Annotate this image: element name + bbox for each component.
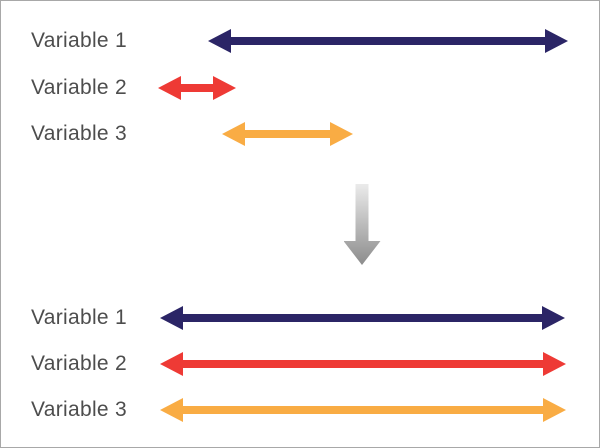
- before-variable-1-range-arrow: [208, 29, 568, 53]
- right-arrowhead-icon: [542, 306, 565, 330]
- before-variable-3-label: Variable 3: [31, 122, 128, 145]
- arrow-shaft: [178, 406, 548, 414]
- right-arrowhead-icon: [545, 29, 568, 53]
- after-variable-2-label: Variable 2: [31, 352, 128, 375]
- arrow-shaft: [176, 84, 218, 92]
- before-variable-3-range-arrow: [222, 122, 353, 146]
- arrow-shaft: [178, 314, 547, 322]
- left-arrowhead-icon: [160, 398, 183, 422]
- arrow-shaft: [240, 130, 335, 138]
- before-variable-1-label: Variable 1: [31, 29, 128, 52]
- right-arrowhead-icon: [543, 352, 566, 376]
- transform-down-arrow-icon: [343, 184, 381, 265]
- after-variable-3-range-arrow: [160, 398, 566, 422]
- arrow-shaft: [226, 37, 550, 45]
- after-variable-2-range-arrow: [160, 352, 566, 376]
- left-arrowhead-icon: [158, 76, 181, 100]
- right-arrowhead-icon: [330, 122, 353, 146]
- right-arrowhead-icon: [543, 398, 566, 422]
- after-variable-3-label: Variable 3: [31, 398, 128, 421]
- before-variable-2-label: Variable 2: [31, 76, 128, 99]
- after-variable-1-label: Variable 1: [31, 306, 128, 329]
- right-arrowhead-icon: [213, 76, 236, 100]
- left-arrowhead-icon: [222, 122, 245, 146]
- left-arrowhead-icon: [160, 352, 183, 376]
- arrow-shaft: [178, 360, 548, 368]
- after-variable-1-range-arrow: [160, 306, 565, 330]
- left-arrowhead-icon: [208, 29, 231, 53]
- left-arrowhead-icon: [160, 306, 183, 330]
- before-variable-2-range-arrow: [158, 76, 236, 100]
